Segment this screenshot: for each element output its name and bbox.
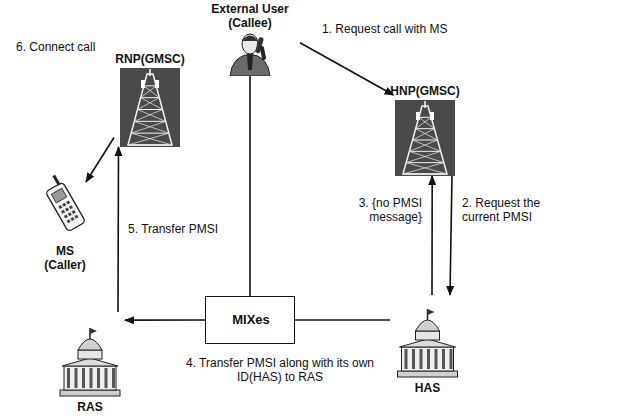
network-tower: RNP(GMSC) [105,52,195,147]
mix-box: MIXes [205,296,295,344]
server-building: RAS [55,312,125,414]
node-label: RNP(GMSC) [105,52,195,66]
connector-arrow [295,319,390,321]
network-tower: HNP(GMSC) [380,84,470,176]
connector-arrow [117,147,119,312]
connector-arrow [125,319,205,321]
building-icon [55,312,125,414]
step-label: 5. Transfer PMSI [128,222,238,236]
connector-arrow [300,43,394,95]
node-label: RAS [55,400,125,414]
step-label: 2. Request the current PMSI [462,196,574,224]
external-user: External User (Callee) [200,2,300,76]
building-icon [390,295,465,395]
node-label: MS (Caller) [36,244,94,272]
tower-icon [105,52,195,147]
server-building: HAS [390,295,465,395]
node-label: HNP(GMSC) [380,84,470,98]
step-label: 4. Transfer PMSI along with its own ID(H… [180,356,380,384]
connector-arrow [431,176,433,295]
node-label: MIXes [206,313,296,327]
connector-arrow [249,76,251,296]
connector-arrow [450,176,452,295]
mobile-station: MS (Caller) [30,172,100,272]
step-label: 3. {no PMSI message} [346,196,422,224]
node-label: External User (Callee) [200,2,300,30]
step-label: 6. Connect call [16,40,116,54]
step-label: 1. Request call with MS [322,22,482,36]
connector-arrow [86,138,114,183]
node-label: HAS [390,381,465,395]
